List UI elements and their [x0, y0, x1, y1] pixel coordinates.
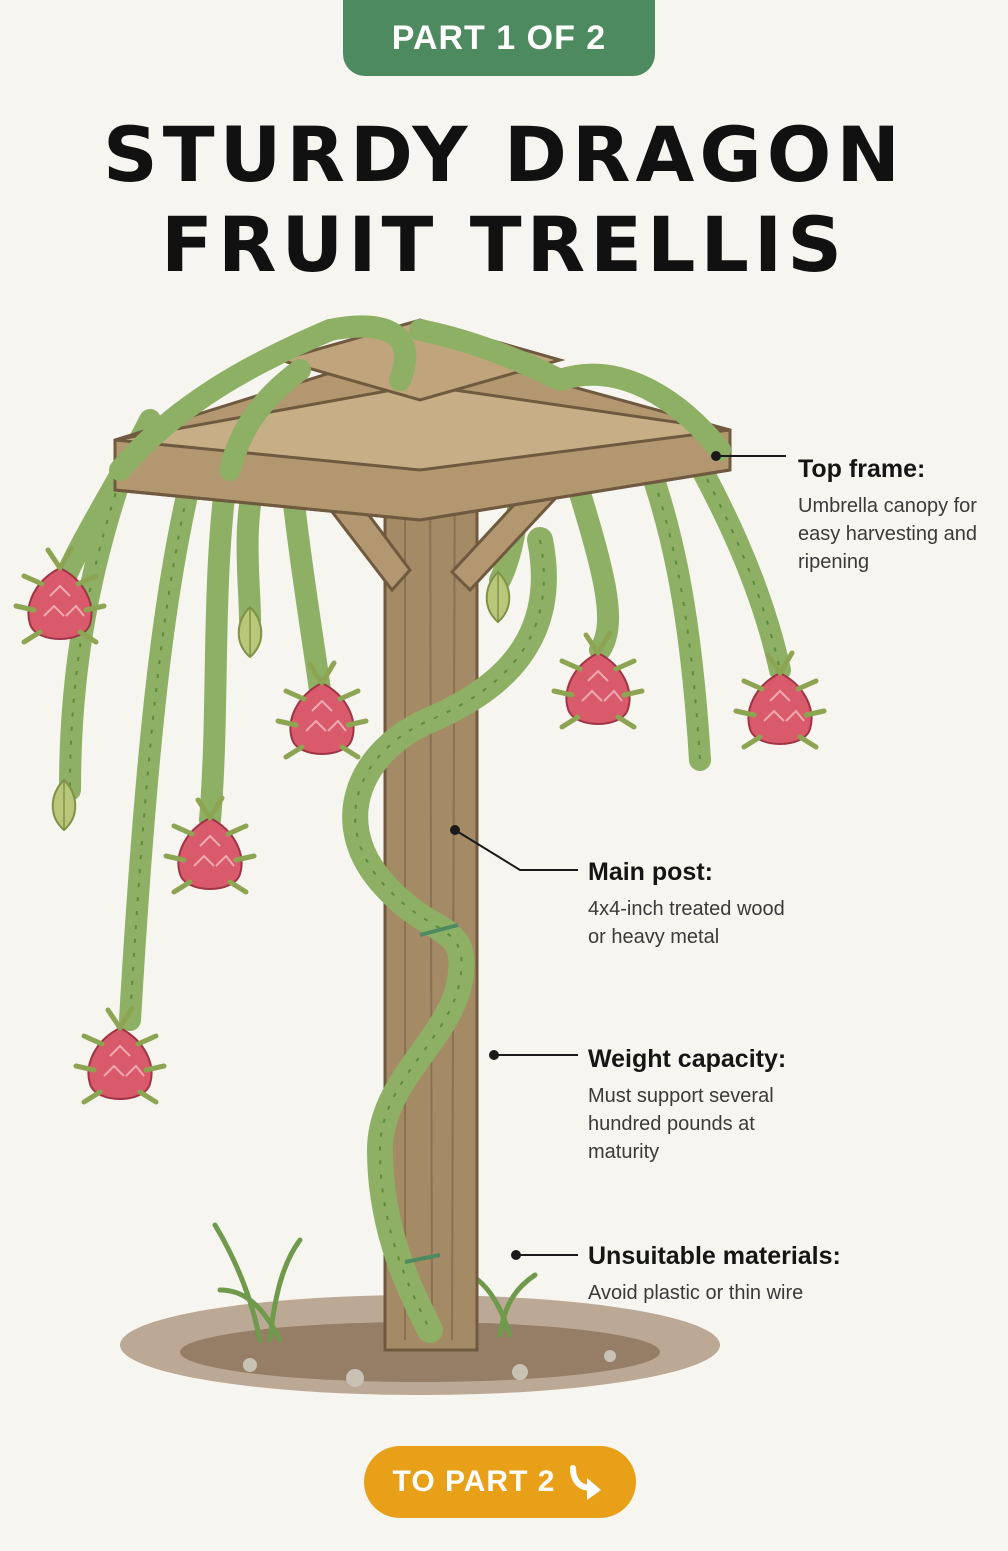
callout-text: Avoid plastic or thin wire: [588, 1282, 804, 1304]
callout-leader-lines: [450, 451, 786, 1260]
canopy-stems: [109, 315, 731, 481]
vine-ties: [404, 923, 459, 1264]
callout-main-post: Main post: 4x4-inch treated wood or heav…: [588, 858, 808, 951]
grass-tufts: [212, 1222, 538, 1343]
callout-title: Main post:: [588, 858, 713, 886]
callout-text: 4x4-inch treated wood or heavy metal: [588, 898, 785, 948]
to-part-2-label: TO PART 2: [392, 1465, 556, 1498]
callout-title: Top frame:: [798, 455, 926, 483]
callout-title: Weight capacity:: [588, 1045, 787, 1073]
part-badge: PART 1 OF 2: [343, 0, 655, 76]
main-post: [383, 398, 479, 1352]
callout-weight-capacity: Weight capacity: Must support several hu…: [588, 1045, 808, 1166]
callout-text: Must support several hundred pounds at m…: [588, 1085, 774, 1163]
trellis-illustration: [0, 315, 1008, 1395]
callout-title: Unsuitable materials:: [588, 1242, 841, 1270]
callout-text: Umbrella canopy for easy harvesting and …: [798, 495, 978, 573]
callout-top-frame: Top frame: Umbrella canopy for easy harv…: [798, 455, 998, 576]
callout-unsuitable-materials: Unsuitable materials: Avoid plastic or t…: [588, 1242, 848, 1307]
title-line-1: STURDY DRAGON: [103, 110, 905, 199]
top-frame: [113, 318, 732, 522]
to-part-2-button[interactable]: TO PART 2: [364, 1446, 636, 1518]
page-title: STURDY DRAGON FRUIT TRELLIS: [0, 110, 1008, 290]
arrow-down-right-icon: [570, 1465, 602, 1500]
title-line-2: FRUIT TRELLIS: [161, 200, 847, 289]
